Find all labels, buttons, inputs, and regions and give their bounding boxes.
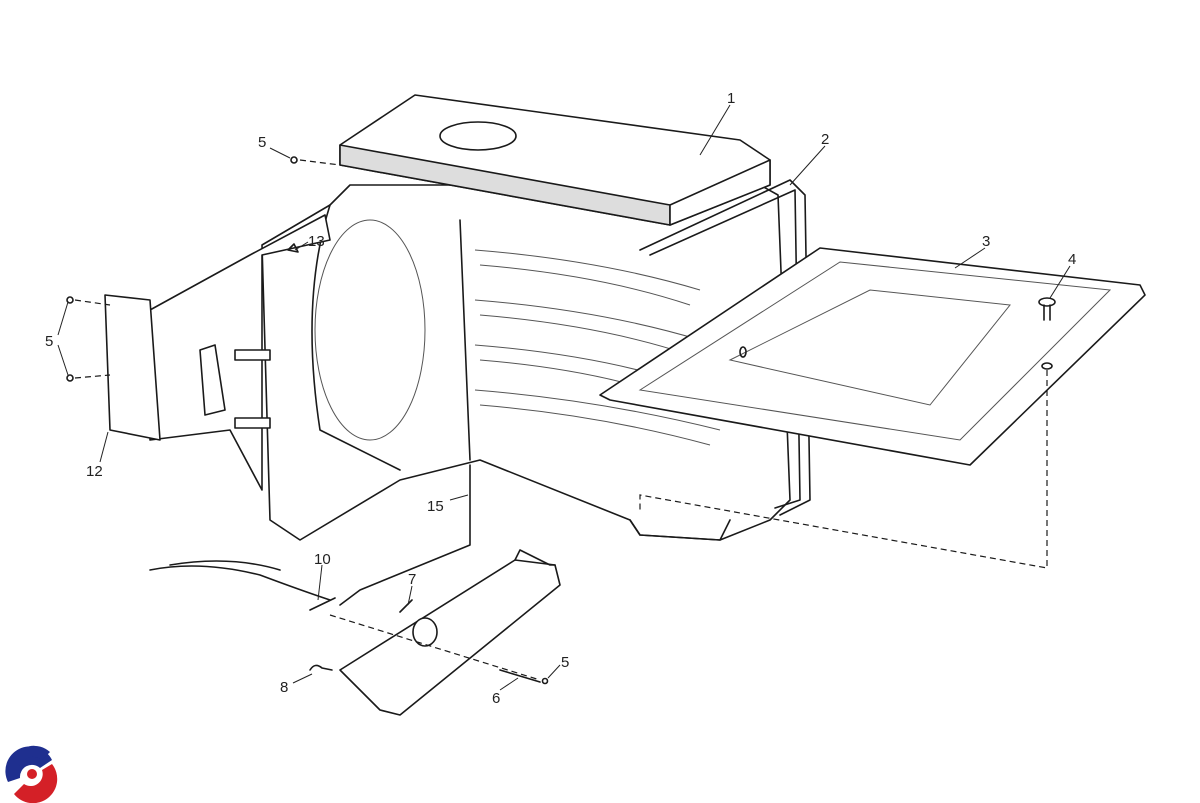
callout-13: 13 [308, 233, 325, 250]
callout-3: 3 [982, 233, 990, 250]
screws-part-5 [66, 156, 549, 685]
top-insulation-part-1 [339, 94, 771, 226]
callout-7: 7 [408, 571, 416, 588]
callout-15: 15 [427, 498, 444, 515]
pin-part-6 [499, 669, 541, 683]
tray-part-3 [599, 247, 1146, 466]
rear-panel [104, 214, 331, 491]
callout-5-top: 5 [258, 134, 266, 151]
clip-part-8 [309, 664, 333, 671]
heating-element-part-15 [339, 464, 471, 606]
assembly-lines [74, 159, 1048, 681]
brand-logo [5, 745, 58, 803]
callout-6: 6 [492, 690, 500, 707]
bottom-bracket [309, 549, 561, 716]
callout-10: 10 [314, 551, 331, 568]
callout-1: 1 [727, 90, 735, 107]
callout-5-left: 5 [45, 333, 53, 350]
oven-cavity [261, 184, 791, 541]
callout-5-bottom: 5 [561, 654, 569, 671]
wiring-harness [149, 560, 331, 601]
callout-2: 2 [821, 131, 829, 148]
callout-12: 12 [86, 463, 103, 480]
callout-8: 8 [280, 679, 288, 696]
callout-4: 4 [1068, 251, 1076, 268]
screw-part-4 [1038, 297, 1056, 321]
leader-lines [57, 104, 1071, 691]
